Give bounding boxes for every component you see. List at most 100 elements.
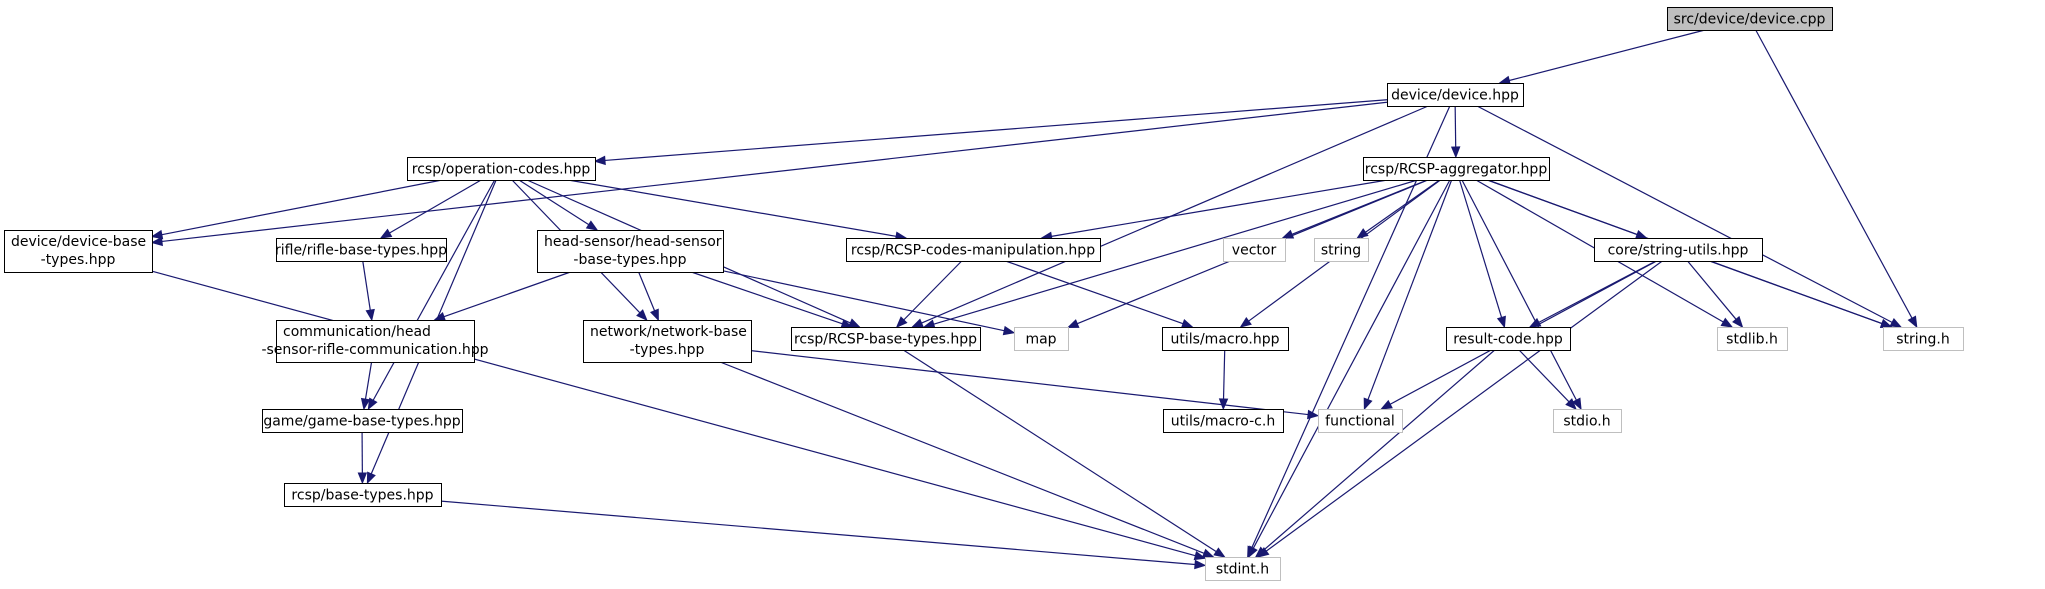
node-label-macroc: utils/macro-c.h bbox=[1171, 414, 1275, 430]
arrowhead-headsensor-to-map bbox=[1002, 325, 1016, 336]
edge-devbase-to-stdint bbox=[151, 270, 1196, 557]
node-rcspbase[interactable]: rcsp/RCSP-base-types.hpp bbox=[791, 327, 981, 351]
node-string: string bbox=[1314, 238, 1369, 262]
node-box-headsensor bbox=[537, 230, 724, 273]
edge-opcodes-to-headsensor bbox=[518, 179, 590, 226]
node-label-devbase-line-0: device/device-base bbox=[11, 234, 146, 250]
node-vector: vector bbox=[1223, 238, 1286, 262]
edge-basetypes-to-stdint bbox=[440, 500, 1196, 566]
node-box-string bbox=[1314, 238, 1369, 262]
node-headsensor[interactable]: head-sensor/head-sensor-base-types.hpp bbox=[537, 230, 724, 273]
node-codesmanip[interactable]: rcsp/RCSP-codes-manipulation.hpp bbox=[846, 238, 1101, 262]
arrowhead-strutils-to-stdlib bbox=[1732, 315, 1744, 329]
node-box-codesmanip bbox=[846, 238, 1101, 262]
edge-headsensor-to-map bbox=[722, 270, 1005, 332]
arrowhead-headsensor-to-netbase bbox=[649, 308, 659, 322]
edge-aggregator-to-codesmanip bbox=[1051, 179, 1388, 237]
arrowhead-device_hpp-to-opcodes bbox=[593, 155, 606, 166]
node-device_hpp[interactable]: device/device.hpp bbox=[1387, 83, 1524, 107]
node-comm[interactable]: communication/head-sensor-rifle-communic… bbox=[261, 320, 489, 363]
node-stringh: string.h bbox=[1883, 327, 1964, 351]
edge-device_hpp-to-stringh bbox=[1476, 105, 1893, 323]
node-gamebase[interactable]: game/game-base-types.hpp bbox=[262, 409, 463, 433]
arrowhead-opcodes-to-gamebase bbox=[367, 397, 378, 411]
arrowhead-aggregator-to-vector bbox=[1281, 229, 1295, 239]
node-box-gamebase bbox=[262, 409, 463, 433]
node-box-strutils bbox=[1594, 238, 1763, 262]
node-label-string: string bbox=[1321, 243, 1361, 259]
edge-aggregator-to-functional bbox=[1367, 179, 1453, 400]
node-macroc[interactable]: utils/macro-c.h bbox=[1163, 409, 1284, 433]
node-box-devbase bbox=[4, 230, 153, 273]
node-aggregator[interactable]: rcsp/RCSP-aggregator.hpp bbox=[1363, 157, 1550, 181]
node-box-resultcode bbox=[1446, 327, 1571, 351]
edge-comm-to-gamebase bbox=[364, 361, 373, 400]
node-strutils[interactable]: core/string-utils.hpp bbox=[1594, 238, 1763, 262]
arrowhead-strutils-to-functional bbox=[1380, 399, 1393, 410]
arrowhead-opcodes-to-rcspbase bbox=[847, 318, 861, 328]
arrowhead-resultcode-to-stdint bbox=[1254, 546, 1267, 558]
node-functional: functional bbox=[1318, 409, 1403, 433]
node-label-rifle: rifle/rifle-base-types.hpp bbox=[275, 243, 447, 259]
node-label-aggregator: rcsp/RCSP-aggregator.hpp bbox=[1365, 162, 1548, 178]
edge-opcodes-to-gamebase bbox=[372, 179, 496, 401]
edge-strutils-to-stdlib bbox=[1687, 260, 1737, 320]
node-resultcode[interactable]: result-code.hpp bbox=[1446, 327, 1571, 351]
edge-device_hpp-to-devbase bbox=[161, 101, 1388, 243]
edge-device_hpp-to-aggregator bbox=[1454, 105, 1457, 148]
arrowhead-gamebase-to-basetypes bbox=[357, 472, 368, 485]
node-box-stringh bbox=[1883, 327, 1964, 351]
node-label-gamebase: game/game-base-types.hpp bbox=[263, 414, 460, 430]
node-label-devbase-line-1: -types.hpp bbox=[41, 252, 116, 268]
node-box-rcspbase bbox=[791, 327, 981, 351]
edge-aggregator-to-string bbox=[1365, 179, 1441, 233]
node-label-map: map bbox=[1025, 332, 1056, 348]
arrowhead-opcodes-to-netbase bbox=[636, 309, 648, 321]
edge-opcodes-to-rifle bbox=[389, 179, 482, 234]
edge-aggregator-to-stdint bbox=[1252, 179, 1451, 549]
arrowhead-opcodes-to-headsensor bbox=[585, 220, 599, 231]
node-label-stdio: stdio.h bbox=[1563, 414, 1610, 430]
arrowhead-strutils-to-resultcode bbox=[1528, 317, 1542, 328]
node-label-resultcode: result-code.hpp bbox=[1453, 332, 1563, 348]
arrowhead-comm-to-gamebase bbox=[360, 397, 371, 411]
node-box-vector bbox=[1223, 238, 1286, 262]
node-label-comm-line-0: communication/head bbox=[283, 324, 431, 340]
edge-netbase-to-functional bbox=[750, 350, 1309, 416]
node-basetypes[interactable]: rcsp/base-types.hpp bbox=[284, 483, 442, 507]
arrowhead-device_hpp-to-aggregator bbox=[1450, 146, 1461, 159]
node-netbase[interactable]: network/network-base-types.hpp bbox=[583, 320, 752, 363]
node-map: map bbox=[1014, 327, 1069, 351]
edge-device_cpp-to-device_hpp bbox=[1509, 29, 1706, 82]
node-label-netbase-line-0: network/network-base bbox=[590, 324, 747, 340]
arrowhead-device_hpp-to-devbase bbox=[150, 236, 163, 247]
edge-codesmanip-to-rcspbase bbox=[903, 260, 963, 321]
node-device_cpp[interactable]: src/device/device.cpp bbox=[1667, 7, 1833, 31]
arrowhead-aggregator-to-map bbox=[1066, 319, 1080, 328]
node-opcodes[interactable]: rcsp/operation-codes.hpp bbox=[407, 157, 596, 181]
edge-opcodes-to-devbase bbox=[161, 179, 443, 236]
node-box-stdint bbox=[1205, 557, 1281, 581]
edge-aggregator-to-stdio bbox=[1461, 179, 1577, 401]
arrowhead-device_cpp-to-stringh bbox=[1907, 315, 1918, 329]
node-devbase[interactable]: device/device-base -types.hpp bbox=[4, 230, 153, 273]
arrowhead-aggregator-to-functional bbox=[1363, 397, 1373, 411]
arrowhead-device_hpp-to-stringh bbox=[1889, 317, 1903, 328]
edge-strutils-to-resultcode bbox=[1538, 260, 1657, 323]
arrowhead-aggregator-to-stdlib bbox=[1720, 317, 1734, 328]
arrowhead-headsensor-to-comm bbox=[433, 312, 446, 321]
arrowhead-netbase-to-functional bbox=[1307, 409, 1320, 420]
node-macro[interactable]: utils/macro.hpp bbox=[1162, 327, 1289, 351]
edge-device_cpp-to-stringh bbox=[1755, 29, 1913, 319]
node-box-macroc bbox=[1163, 409, 1284, 433]
node-label-basetypes: rcsp/base-types.hpp bbox=[291, 488, 433, 504]
edge-codesmanip-to-macro bbox=[1005, 260, 1184, 325]
node-box-functional bbox=[1318, 409, 1403, 433]
nodes-layer: src/device/device.cpp device/device.hpp rc… bbox=[4, 7, 1964, 581]
node-rifle[interactable]: rifle/rifle-base-types.hpp bbox=[275, 238, 447, 262]
node-box-map bbox=[1014, 327, 1069, 351]
arrowhead-aggregator-to-stdio bbox=[1571, 397, 1582, 411]
edge-rifle-to-comm bbox=[362, 260, 371, 311]
edge-strutils-to-stringh bbox=[1709, 260, 1883, 325]
